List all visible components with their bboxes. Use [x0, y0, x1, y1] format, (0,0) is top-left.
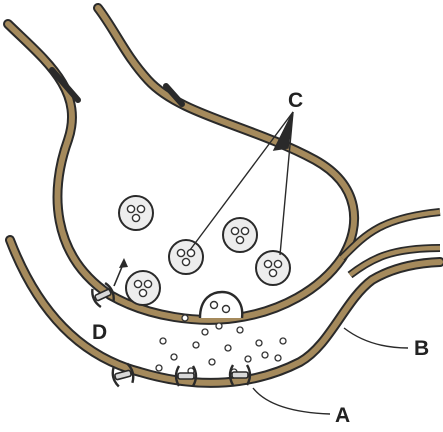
fusing-vesicle	[200, 292, 242, 318]
synaptic-vesicle	[126, 271, 160, 305]
leader-b	[344, 328, 408, 348]
synaptic-vesicle	[119, 196, 153, 230]
label-c: C	[288, 90, 303, 111]
reuptake-arrow	[114, 258, 128, 286]
label-b: B	[414, 338, 429, 359]
leader-a	[253, 388, 330, 414]
synaptic-vesicles	[119, 196, 290, 305]
synaptic-vesicle	[256, 251, 290, 285]
label-d: D	[92, 322, 107, 343]
synaptic-vesicle	[223, 218, 257, 252]
label-a: A	[335, 405, 350, 426]
neurotransmitters	[156, 315, 286, 375]
synaptic-vesicle	[169, 240, 203, 274]
